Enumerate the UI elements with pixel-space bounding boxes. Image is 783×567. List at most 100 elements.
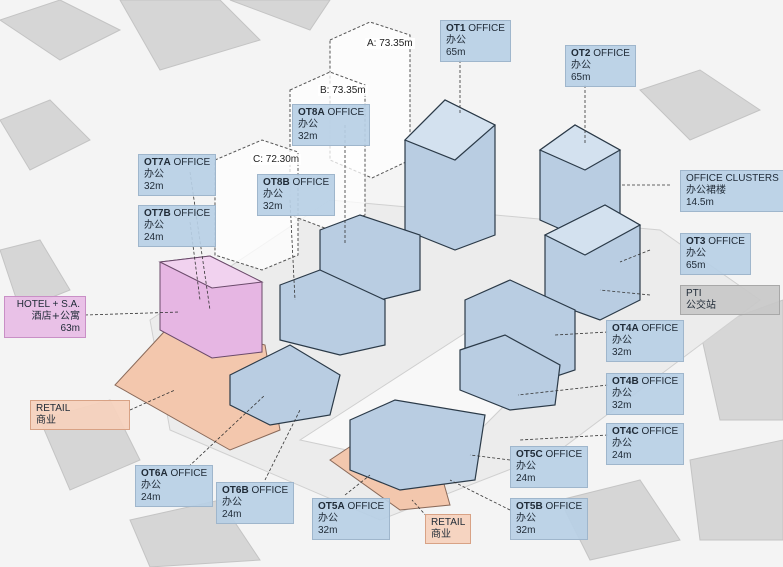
ot4b-height: 32m xyxy=(612,400,632,411)
ot4a-cn: 办公 xyxy=(612,335,632,346)
ot4c-cn: 办公 xyxy=(612,438,632,449)
ot2-height: 65m xyxy=(571,72,591,83)
label-office-clusters: OFFICE CLUSTERS 办公裙楼 14.5m xyxy=(680,170,783,212)
ot8b-type: OFFICE xyxy=(292,177,330,188)
ot1-cn: 办公 xyxy=(446,35,466,46)
ot6a-type: OFFICE xyxy=(170,468,208,479)
ot6b-type: OFFICE xyxy=(251,485,289,496)
ot4a-height: 32m xyxy=(612,347,632,358)
ot7b-height: 24m xyxy=(144,232,164,243)
ot5a-cn: 办公 xyxy=(318,513,338,524)
ot8a-code: OT8A xyxy=(298,107,325,118)
ot4b-type: OFFICE xyxy=(641,376,679,387)
ot5a-height: 32m xyxy=(318,525,338,536)
ot6a-height: 24m xyxy=(141,492,161,503)
label-ot7a: OT7A OFFICE 办公 32m xyxy=(138,154,217,196)
ot2-cn: 办公 xyxy=(571,60,591,71)
ot4a-type: OFFICE xyxy=(641,323,679,334)
ot7a-type: OFFICE xyxy=(173,157,211,168)
hotel-height: 63m xyxy=(60,323,80,334)
retail-bottom-cn: 商业 xyxy=(431,529,451,540)
ot3-cn: 办公 xyxy=(686,248,706,259)
retail-bottom-name: RETAIL xyxy=(431,517,466,528)
office-clusters-cn: 办公裙楼 xyxy=(686,185,726,196)
ot5c-height: 24m xyxy=(516,473,536,484)
ot2-type: OFFICE xyxy=(593,48,630,59)
label-pti: PTI 公交站 xyxy=(680,285,780,315)
ot8b-cn: 办公 xyxy=(263,189,283,200)
label-ot5a: OT5A OFFICE 办公 32m xyxy=(312,498,391,540)
retail-left-name: RETAIL xyxy=(36,403,71,414)
label-ot3: OT3 OFFICE 办公 65m xyxy=(680,233,751,275)
ot5a-type: OFFICE xyxy=(347,501,385,512)
office-clusters-height: 14.5m xyxy=(686,197,714,208)
ot7b-cn: 办公 xyxy=(144,220,164,231)
ot5b-cn: 办公 xyxy=(516,513,536,524)
ot8a-type: OFFICE xyxy=(327,107,365,118)
label-ot1: OT1 OFFICE 办公 65m xyxy=(440,20,511,62)
ot1-type: OFFICE xyxy=(468,23,505,34)
ot7b-code: OT7B xyxy=(144,208,171,219)
label-ot4a: OT4A OFFICE 办公 32m xyxy=(606,320,685,362)
ot5b-height: 32m xyxy=(516,525,536,536)
ot7a-height: 32m xyxy=(144,181,164,192)
ot8a-height: 32m xyxy=(298,131,318,142)
ot6b-cn: 办公 xyxy=(222,497,242,508)
ot2-code: OT2 xyxy=(571,48,591,59)
office-towers xyxy=(229,99,642,491)
label-ot5c: OT5C OFFICE 办公 24m xyxy=(510,446,589,488)
ot5b-code: OT5B xyxy=(516,501,543,512)
tower-a-height: A: 73.35m xyxy=(365,38,415,49)
hotel-block xyxy=(158,255,264,359)
label-retail-left: RETAIL 商业 xyxy=(30,400,130,430)
ot4c-type: OFFICE xyxy=(641,426,679,437)
label-retail-bottom: RETAIL 商业 xyxy=(425,514,472,544)
ot3-code: OT3 xyxy=(686,236,706,247)
ot8a-cn: 办公 xyxy=(298,119,318,130)
ot5c-type: OFFICE xyxy=(545,449,583,460)
retail-left-cn: 商业 xyxy=(36,415,56,426)
ot8b-height: 32m xyxy=(263,201,283,212)
label-ot4b: OT4B OFFICE 办公 32m xyxy=(606,373,685,415)
ot4b-code: OT4B xyxy=(612,376,639,387)
ot6a-code: OT6A xyxy=(141,468,168,479)
ot3-height: 65m xyxy=(686,260,706,271)
ot5a-code: OT5A xyxy=(318,501,345,512)
ot6b-height: 24m xyxy=(222,509,242,520)
ot5c-cn: 办公 xyxy=(516,461,536,472)
label-ot8a: OT8A OFFICE 办公 32m xyxy=(292,104,371,146)
label-ot6b: OT6B OFFICE 办公 24m xyxy=(216,482,295,524)
ot4c-code: OT4C xyxy=(612,426,639,437)
label-ot6a: OT6A OFFICE 办公 24m xyxy=(135,465,214,507)
label-ot4c: OT4C OFFICE 办公 24m xyxy=(606,423,685,465)
label-ot2: OT2 OFFICE 办公 65m xyxy=(565,45,636,87)
ot4a-code: OT4A xyxy=(612,323,639,334)
label-ot8b: OT8B OFFICE 办公 32m xyxy=(257,174,336,216)
tower-c-height: C: 72.30m xyxy=(251,154,302,165)
ot7a-code: OT7A xyxy=(144,157,171,168)
ot4c-height: 24m xyxy=(612,450,632,461)
ot7a-cn: 办公 xyxy=(144,169,164,180)
ot1-height: 65m xyxy=(446,47,466,58)
pti-cn: 公交站 xyxy=(686,300,716,311)
ot6a-cn: 办公 xyxy=(141,480,161,491)
tower-b-height: B: 73.35m xyxy=(318,85,368,96)
ot1-code: OT1 xyxy=(446,23,466,34)
ot5b-type: OFFICE xyxy=(545,501,583,512)
ot8b-code: OT8B xyxy=(263,177,290,188)
ot7b-type: OFFICE xyxy=(173,208,211,219)
pti-name: PTI xyxy=(686,288,702,299)
label-ot7b: OT7B OFFICE 办公 24m xyxy=(138,205,217,247)
hotel-cn: 酒店+公寓 xyxy=(31,311,80,322)
label-hotel: HOTEL + S.A. 酒店+公寓 63m xyxy=(4,296,86,338)
ot3-type: OFFICE xyxy=(708,236,745,247)
label-ot5b: OT5B OFFICE 办公 32m xyxy=(510,498,589,540)
leader-lines xyxy=(84,60,670,521)
hotel-name: HOTEL + S.A. xyxy=(16,299,80,310)
ot5c-code: OT5C xyxy=(516,449,543,460)
office-clusters-name: OFFICE CLUSTERS xyxy=(686,173,779,184)
ot4b-cn: 办公 xyxy=(612,388,632,399)
ot6b-code: OT6B xyxy=(222,485,249,496)
